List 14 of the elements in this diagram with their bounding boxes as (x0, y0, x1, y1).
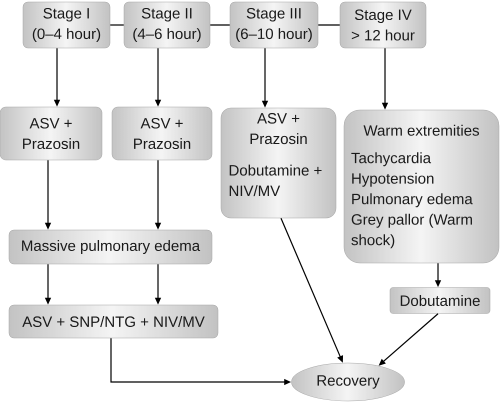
connector-line (318, 24, 340, 26)
stage-box: Stage I (0–4 hour) (22, 2, 110, 48)
stage-box: Stage III (6–10 hour) (230, 2, 318, 48)
stage-box: Stage II (4–6 hour) (124, 2, 210, 48)
condition-box: Massive pulmonary edema (8, 230, 212, 264)
treatment-box: Dobutamine (390, 287, 490, 314)
treatment-box: ASV + Prazosin (0, 106, 102, 160)
connector-line (210, 24, 230, 26)
connector-line (110, 24, 124, 26)
treatment-box: ASV + SNP/NTG + NIV/MV (8, 304, 218, 338)
treatment-box: ASV + Prazosin Dobutamine + NIV/MV (220, 108, 336, 218)
stage-box: Stage IV > 12 hour (340, 2, 426, 48)
treatment-box: ASV + Prazosin (112, 106, 212, 160)
symptom-box: Warm extremities Tachycardia Hypotension Pulmonary edema Grey pallor (Warm shock) (344, 110, 500, 264)
